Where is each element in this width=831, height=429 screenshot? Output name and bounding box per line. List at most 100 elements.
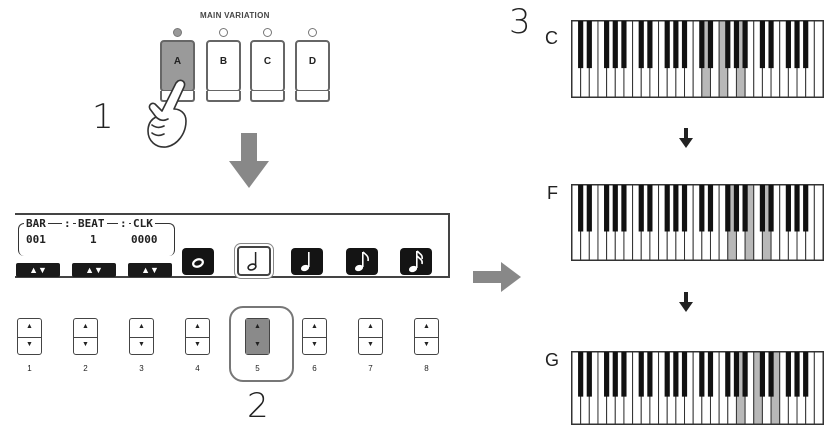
black-key [742, 21, 748, 69]
whole-note-button[interactable] [182, 248, 214, 275]
step-3-number: 3 [509, 2, 531, 42]
panel-button-down[interactable]: ▼ [423, 340, 430, 348]
panel-button-down[interactable]: ▼ [82, 340, 89, 348]
sixteenth-note-icon [408, 250, 423, 273]
panel-button-4[interactable]: ▲▼ [185, 318, 210, 355]
black-key [699, 185, 705, 232]
panel-button-down[interactable]: ▼ [26, 340, 33, 348]
panel-button-up[interactable]: ▲ [246, 319, 269, 338]
black-key [699, 352, 705, 397]
lcd-display [15, 213, 450, 278]
black-key [586, 185, 592, 232]
variation-d-label: D [308, 56, 317, 67]
clk-value: 0000 [131, 233, 158, 246]
black-key [725, 352, 731, 397]
white-key [813, 352, 823, 424]
black-key [759, 185, 766, 232]
panel-button-up[interactable]: ▲ [359, 319, 382, 338]
chord-f-label: F [547, 183, 558, 203]
panel-button-2[interactable]: ▲▼ [73, 318, 98, 355]
panel-button-down[interactable]: ▼ [367, 340, 374, 348]
chord-g-label: G [545, 350, 560, 370]
down-arrow-icon [679, 128, 693, 148]
half-note-icon [247, 252, 257, 271]
black-key [803, 352, 809, 397]
black-key [673, 21, 679, 69]
panel-button-up[interactable]: ▲ [303, 319, 326, 338]
black-key [794, 185, 800, 232]
quarter-note-button[interactable] [291, 248, 323, 275]
black-key [612, 185, 618, 232]
separator: : [118, 217, 129, 230]
black-key [604, 185, 610, 232]
beat-updown-button[interactable]: ▲▼ [72, 263, 116, 277]
sixteenth-note-button[interactable] [400, 248, 432, 275]
black-key [578, 185, 584, 232]
variation-c-button[interactable]: C [250, 40, 285, 102]
black-key [664, 352, 670, 397]
panel-button-down[interactable]: ▼ [311, 340, 318, 348]
black-key [647, 352, 653, 397]
quarter-note-icon [300, 252, 310, 272]
panel-button-number: 2 [83, 364, 88, 373]
panel-button-number: 3 [139, 364, 144, 373]
hand-pointer-icon [147, 79, 187, 148]
black-key [768, 352, 774, 397]
panel-button-up[interactable]: ▲ [18, 319, 41, 338]
black-key [681, 352, 688, 397]
variation-b-button[interactable]: B [206, 40, 241, 102]
variation-d-button[interactable]: D [295, 40, 330, 102]
black-key [707, 21, 714, 69]
bar-updown-button[interactable]: ▲▼ [16, 263, 60, 277]
panel-button-down[interactable]: ▼ [138, 340, 145, 348]
half-note-button[interactable] [237, 246, 271, 276]
black-key [768, 185, 774, 232]
black-key [673, 352, 679, 397]
black-key [647, 185, 653, 232]
panel-button-number: 6 [312, 364, 317, 373]
panel-button-7[interactable]: ▲▼ [358, 318, 383, 355]
black-key [785, 352, 791, 397]
black-key [664, 185, 670, 232]
panel-button-6[interactable]: ▲▼ [302, 318, 327, 355]
beat-value: 1 [90, 233, 97, 246]
black-key [699, 21, 705, 69]
black-key [794, 352, 800, 397]
beat-label: BEAT [76, 217, 107, 230]
variation-b-lamp [219, 28, 228, 37]
black-key [742, 185, 748, 232]
panel-button-up[interactable]: ▲ [186, 319, 209, 338]
black-key [578, 21, 584, 69]
black-key [612, 352, 618, 397]
step-1-number: 1 [92, 97, 114, 137]
panel-button-down[interactable]: ▼ [246, 336, 269, 354]
variation-b-label: B [219, 56, 228, 67]
black-key [604, 21, 610, 69]
black-key [612, 21, 618, 69]
right-arrow-icon [473, 262, 521, 292]
black-key [681, 21, 688, 69]
eighth-note-button[interactable] [346, 248, 378, 275]
panel-button-1[interactable]: ▲▼ [17, 318, 42, 355]
panel-button-number: 8 [424, 364, 429, 373]
panel-button-3[interactable]: ▲▼ [129, 318, 154, 355]
panel-button-up[interactable]: ▲ [415, 319, 438, 338]
variation-c-label: C [263, 56, 272, 67]
black-key [803, 21, 809, 69]
black-key [785, 21, 791, 69]
keyboard-chord-f [571, 184, 824, 261]
variation-a-label: A [173, 56, 182, 67]
black-key [647, 21, 653, 69]
panel-button-up[interactable]: ▲ [74, 319, 97, 338]
clk-label: CLK [131, 217, 155, 230]
panel-button-number: 5 [255, 364, 260, 373]
black-key [586, 21, 592, 69]
panel-button-down[interactable]: ▼ [194, 340, 201, 348]
black-key [725, 21, 731, 69]
black-key [785, 185, 791, 232]
panel-button-up[interactable]: ▲ [130, 319, 153, 338]
keyboard-chord-c [571, 20, 824, 98]
panel-button-5[interactable]: ▲▼ [245, 318, 270, 355]
clk-updown-button[interactable]: ▲▼ [128, 263, 172, 277]
panel-button-8[interactable]: ▲▼ [414, 318, 439, 355]
